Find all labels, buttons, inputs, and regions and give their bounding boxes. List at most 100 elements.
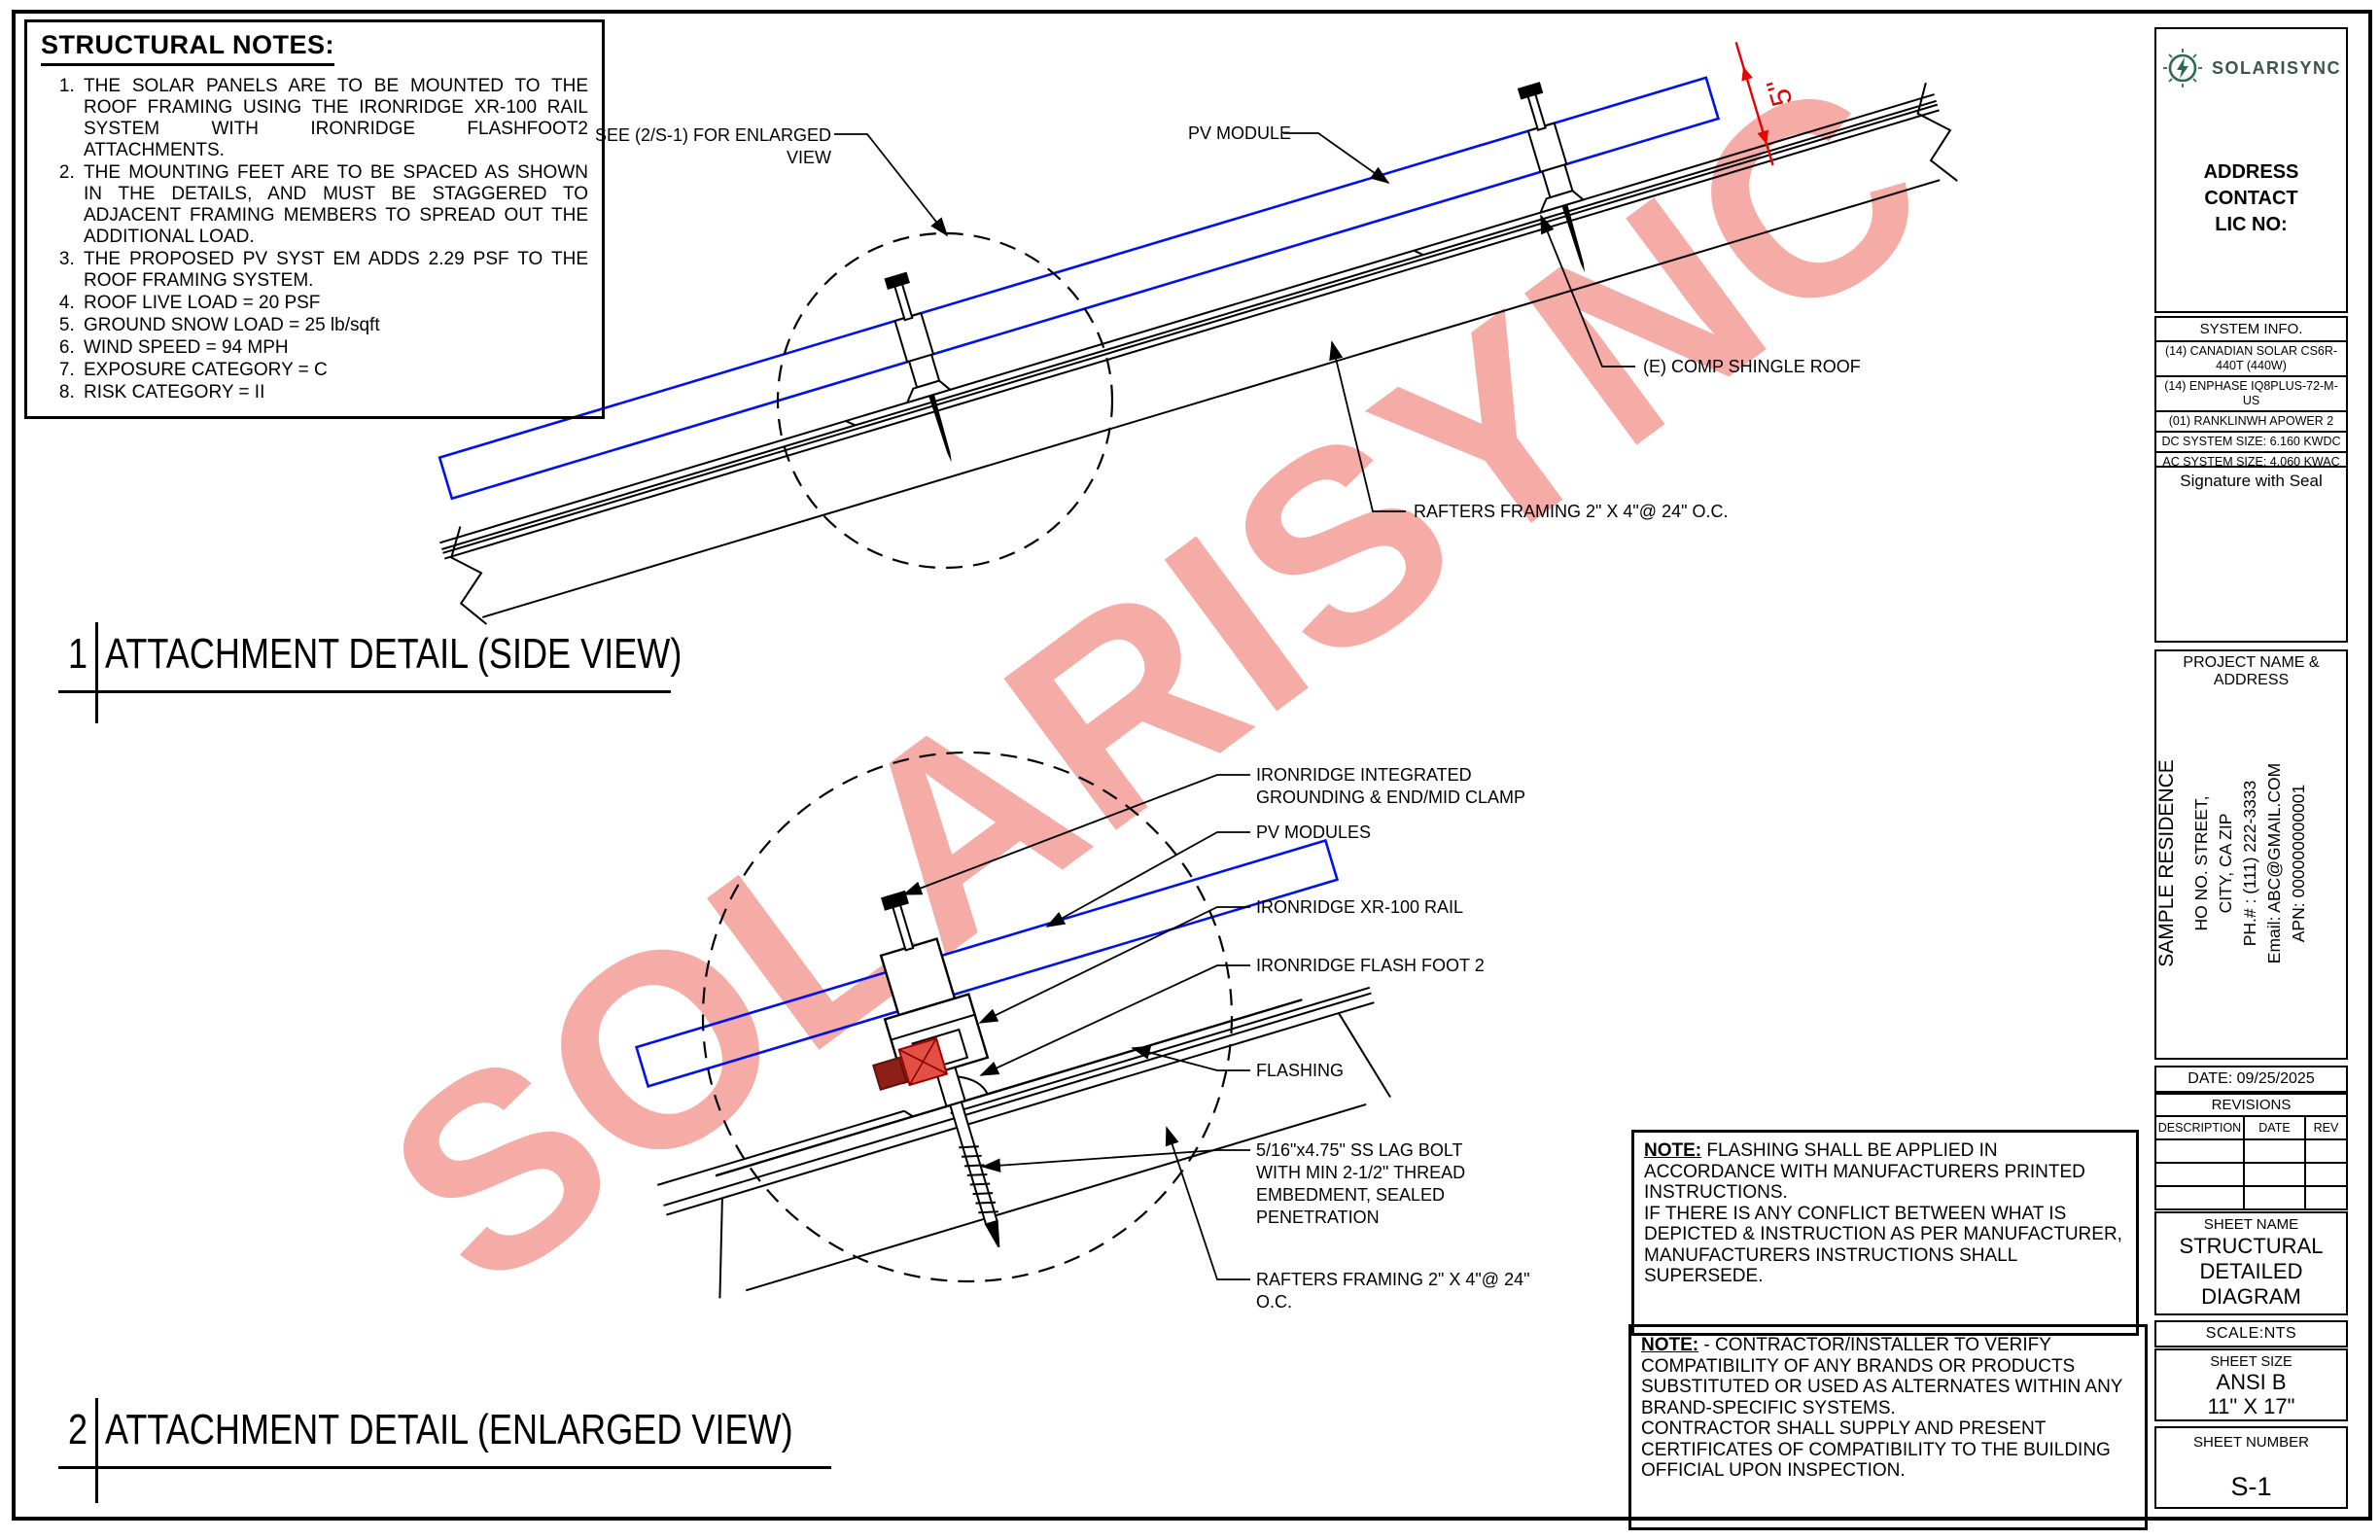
detail1-divider <box>95 622 98 723</box>
break-symbol-right <box>1916 82 1958 182</box>
note-box-flashing: NOTE: FLASHING SHALL BE APPLIED IN ACCOR… <box>1631 1130 2139 1336</box>
structural-note-item: GROUND SNOW LOAD = 25 lb/sqft <box>80 315 588 336</box>
project-box: PROJECT NAME & ADDRESS <box>2154 649 2348 1060</box>
label-pv-modules: PV MODULES <box>1256 822 1372 842</box>
sheet-name-box: SHEET NAME STRUCTURAL DETAILED DIAGRAM <box>2154 1211 2348 1315</box>
lag-screw <box>949 1101 1000 1248</box>
attachment-foot-1 <box>884 271 953 463</box>
sheet-size-dims: 11" X 17" <box>2207 1394 2295 1418</box>
label-rafters-2: RAFTERS FRAMING 2" X 4"@ 24" O.C. <box>1256 1270 1530 1312</box>
note1-text2: IF THERE IS ANY CONFLICT BETWEEN WHAT IS… <box>1644 1203 2122 1287</box>
note1-text1: FLASHING SHALL BE APPLIED IN ACCORDANCE … <box>1644 1140 2085 1203</box>
label-shingle-roof: (E) COMP SHINGLE ROOF <box>1643 357 1861 376</box>
structural-notes-box: STRUCTURAL NOTES: THE SOLAR PANELS ARE T… <box>24 19 605 419</box>
note1-label: NOTE: <box>1644 1140 1702 1161</box>
sheet-number-header: SHEET NUMBER <box>2193 1434 2309 1451</box>
revisions-col-rev: REV <box>2306 1117 2346 1140</box>
detail2-underline <box>58 1466 831 1469</box>
detail2-caption: 2 ATTACHMENT DETAIL (ENLARGED VIEW) <box>58 1398 933 1509</box>
sheet-name-header: SHEET NAME <box>2203 1216 2299 1233</box>
note-box-contractor: NOTE: - CONTRACTOR/INSTALLER TO VERIFY C… <box>1628 1324 2148 1530</box>
sheet-number-box: SHEET NUMBER S-1 <box>2154 1426 2348 1509</box>
revisions-empty-cell <box>2156 1140 2245 1164</box>
date-box: DATE: 09/25/2025 <box>2154 1066 2348 1093</box>
structural-note-item: EXPOSURE CATEGORY = C <box>80 360 588 381</box>
structural-note-item: WIND SPEED = 94 MPH <box>80 337 588 359</box>
dimension-5in: 5" <box>1761 75 1799 110</box>
detail1-title: ATTACHMENT DETAIL (SIDE VIEW) <box>105 630 682 678</box>
structural-notes-title: STRUCTURAL NOTES: <box>41 30 334 66</box>
system-info-row: (01) RANKLINWH APOWER 2 <box>2156 410 2346 431</box>
leader-rafters-2 <box>1165 1126 1250 1280</box>
revisions-col-description: DESCRIPTION <box>2156 1117 2245 1140</box>
label-flashing: FLASHING <box>1256 1061 1345 1080</box>
revisions-empty-cell <box>2306 1164 2346 1187</box>
system-info-row: (14) CANADIAN SOLAR CS6R-440T (440W) <box>2156 340 2346 375</box>
sheet-number-value: S-1 <box>2230 1472 2272 1501</box>
note2-text2: CONTRACTOR SHALL SUPPLY AND PRESENT CERT… <box>1641 1418 2111 1481</box>
structural-note-item: ROOF LIVE LOAD = 20 PSF <box>80 293 588 314</box>
note2-text1: - CONTRACTOR/INSTALLER TO VERIFY COMPATI… <box>1641 1335 2123 1418</box>
leader-enlarged-ref <box>834 133 949 237</box>
revisions-header: REVISIONS <box>2156 1095 2346 1117</box>
revisions-empty-cell <box>2245 1164 2306 1187</box>
detail1-number: 1 <box>68 630 88 678</box>
sheet-size-box: SHEET SIZE ANSI B 11" X 17" <box>2154 1348 2348 1421</box>
sheet-name-value: STRUCTURAL DETAILED DIAGRAM <box>2179 1234 2324 1309</box>
titleblock-logo-box: SOLARISYNC ADDRESS CONTACT LIC NO: <box>2154 27 2348 313</box>
structural-note-item: THE SOLAR PANELS ARE TO BE MOUNTED TO TH… <box>80 76 588 161</box>
detail1-roof-assembly: 5" <box>438 42 1958 625</box>
scale-box: SCALE:NTS <box>2154 1320 2348 1348</box>
revisions-col-date: DATE <box>2245 1117 2306 1140</box>
leader-pv-module <box>1283 132 1390 185</box>
standoff-dimension: 5" <box>1734 42 1800 166</box>
project-rotated-text: SAMPLE RESIDENCE HO NO. STREET, CITY, CA … <box>2154 698 2335 1029</box>
label-clamp: IRONRIDGE INTEGRATED GROUNDING & END/MID… <box>1256 765 1526 807</box>
project-header: PROJECT NAME & ADDRESS <box>2183 654 2320 688</box>
revisions-box: REVISIONS DESCRIPTION DATE REV <box>2154 1093 2348 1210</box>
label-pv-module: PV MODULE <box>1188 123 1292 143</box>
project-name: SAMPLE RESIDENCE <box>2155 759 2178 967</box>
revisions-empty-cell <box>2156 1187 2245 1208</box>
brand-name: SOLARISYNC <box>2211 57 2341 78</box>
detail2-number: 2 <box>68 1406 88 1453</box>
attachment-foot-2 <box>1517 82 1586 273</box>
project-line: CITY, CA ZIP <box>2216 813 2235 914</box>
label-rafters-1: RAFTERS FRAMING 2" X 4"@ 24" O.C. <box>1414 502 1729 521</box>
structural-note-item: THE MOUNTING FEET ARE TO BE SPACED AS SH… <box>80 162 588 248</box>
lic-label: LIC NO: <box>2215 214 2288 235</box>
break-symbol-left <box>450 526 488 625</box>
project-line: Email: ABC@GMAIL.COM <box>2264 762 2284 964</box>
revisions-empty-cell <box>2306 1140 2346 1164</box>
system-info-row: DC SYSTEM SIZE: 6.160 KWDC <box>2156 431 2346 451</box>
structural-note-item: THE PROPOSED PV SYST EM ADDS 2.29 PSF TO… <box>80 249 588 292</box>
structural-note-item: RISK CATEGORY = II <box>80 382 588 403</box>
sheet-size-value: ANSI B <box>2216 1370 2287 1394</box>
enlargement-circle-1 <box>776 231 1114 570</box>
detail2-divider <box>95 1398 98 1503</box>
label-enlarged-ref: SEE (2/S-1) FOR ENLARGED VIEW <box>594 125 831 167</box>
label-flash-foot: IRONRIDGE FLASH FOOT 2 <box>1256 956 1485 975</box>
revisions-empty-cell <box>2245 1140 2306 1164</box>
contact-label: CONTACT <box>2204 188 2298 209</box>
leader-clamp <box>902 774 1250 895</box>
signature-box: Signature with Seal <box>2154 466 2348 643</box>
leader-flashing <box>1131 1045 1250 1071</box>
leader-flash-foot <box>979 964 1250 1076</box>
structural-notes-list: THE SOLAR PANELS ARE TO BE MOUNTED TO TH… <box>41 76 588 403</box>
revisions-empty-cell <box>2306 1187 2346 1208</box>
detail2-title: ATTACHMENT DETAIL (ENLARGED VIEW) <box>105 1406 793 1453</box>
revisions-empty-cell <box>2245 1187 2306 1208</box>
revisions-table: DESCRIPTION DATE REV <box>2156 1117 2346 1208</box>
system-info-row: AC SYSTEM SIZE: 4.060 KWAC <box>2156 451 2346 472</box>
leader-shingle-roof <box>1540 214 1635 368</box>
project-line: HO NO. STREET, <box>2191 795 2211 931</box>
leader-lag-bolt <box>981 1149 1250 1172</box>
enlargement-circle-2 <box>701 751 1234 1283</box>
system-info-row: (14) ENPHASE IQ8PLUS-72-M-US <box>2156 375 2346 410</box>
leader-pv-modules <box>1045 831 1250 928</box>
detail1-caption: 1 ATTACHMENT DETAIL (SIDE VIEW) <box>58 622 739 733</box>
foot-nut-darkred <box>872 1056 908 1092</box>
revisions-empty-cell <box>2156 1164 2245 1187</box>
